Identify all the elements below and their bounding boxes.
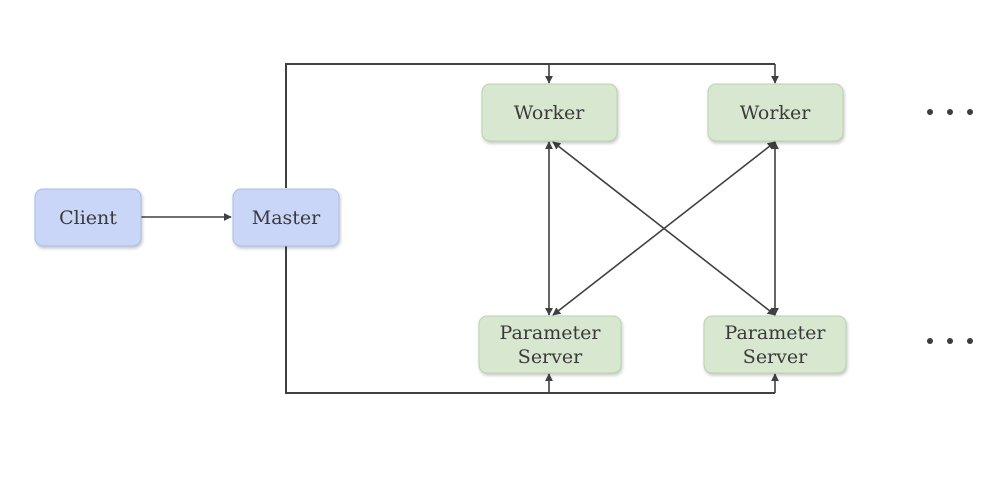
more-workers-ellipsis: [927, 109, 973, 115]
client-label: Client: [59, 207, 117, 229]
master-to-workers-connector: [285, 63, 775, 188]
worker-2-label: Worker: [740, 102, 812, 124]
more-parameter-servers-ellipsis: [927, 338, 973, 344]
master-label: Master: [252, 207, 321, 229]
worker-2-ps-1-link: [552, 141, 776, 316]
ps-2-label-line1: Parameter: [725, 322, 827, 344]
ps-1-label-line1: Parameter: [500, 322, 602, 344]
master-node[interactable]: Master: [232, 188, 340, 247]
parameter-server-node-1[interactable]: Parameter Server: [478, 315, 622, 374]
worker-1-label: Worker: [514, 102, 586, 124]
ps-2-label-line2: Server: [743, 346, 808, 368]
client-node[interactable]: Client: [34, 188, 142, 247]
parameter-server-node-2[interactable]: Parameter Server: [703, 315, 847, 374]
master-to-ps-connector: [285, 246, 775, 394]
worker-node-1[interactable]: Worker: [481, 83, 618, 142]
worker-node-2[interactable]: Worker: [707, 83, 844, 142]
ps-1-label-line2: Server: [518, 346, 583, 368]
